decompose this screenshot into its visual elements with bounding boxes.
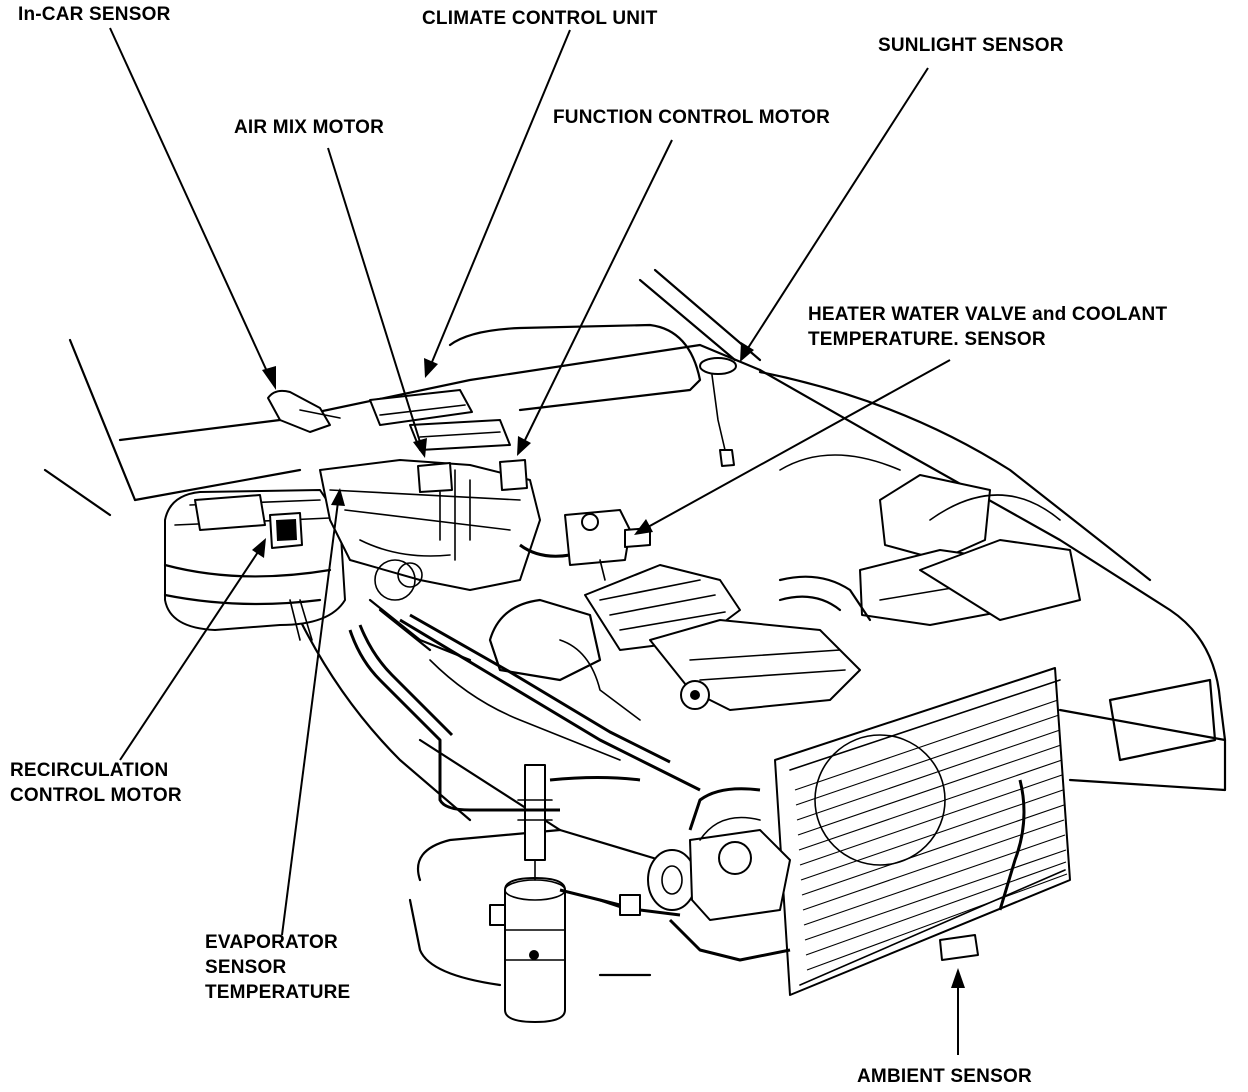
dash-units xyxy=(369,389,528,561)
label-air-mix-motor: AIR MIX MOTOR xyxy=(234,117,385,138)
label-evaporator-line3: TEMPERATURE xyxy=(205,982,351,1003)
car-body xyxy=(43,268,1227,987)
label-heater-water-valve: HEATER WATER VALVE and COOLANT TEMPERATU… xyxy=(808,302,1167,352)
condenser xyxy=(688,667,1071,996)
in-car-sensor-part xyxy=(267,389,341,433)
label-recirculation-control-motor: RECIRCULATION CONTROL MOTOR xyxy=(10,758,182,808)
label-ambient-sensor: AMBIENT SENSOR xyxy=(857,1066,1032,1087)
label-sunlight-sensor: SUNLIGHT SENSOR xyxy=(878,35,1064,56)
leader-lines xyxy=(109,27,965,1055)
label-in-car-sensor: In-CAR SENSOR xyxy=(18,4,171,25)
label-climate-control-unit: CLIMATE CONTROL UNIT xyxy=(422,8,658,29)
label-recirculation-line2: CONTROL MOTOR xyxy=(10,785,182,806)
label-heater-water-valve-line1: HEATER WATER VALVE and COOLANT xyxy=(808,304,1168,325)
label-evaporator-line1: EVAPORATOR xyxy=(205,932,338,953)
refrigerant-lines xyxy=(348,613,791,962)
engine-block xyxy=(488,454,1081,721)
receiver-drier xyxy=(489,764,566,1023)
blower-unit xyxy=(163,489,346,641)
sunlight-sensor-part xyxy=(699,357,737,467)
label-function-control-motor: FUNCTION CONTROL MOTOR xyxy=(553,107,831,128)
compressor xyxy=(647,816,791,921)
label-recirculation-line1: RECIRCULATION xyxy=(10,760,169,781)
label-heater-water-valve-line2: TEMPERATURE. SENSOR xyxy=(808,329,1046,350)
label-evaporator-sensor-temperature: EVAPORATOR SENSOR TEMPERATURE xyxy=(205,930,350,1005)
hvac-housing xyxy=(319,459,651,662)
label-evaporator-line2: SENSOR xyxy=(205,957,287,978)
